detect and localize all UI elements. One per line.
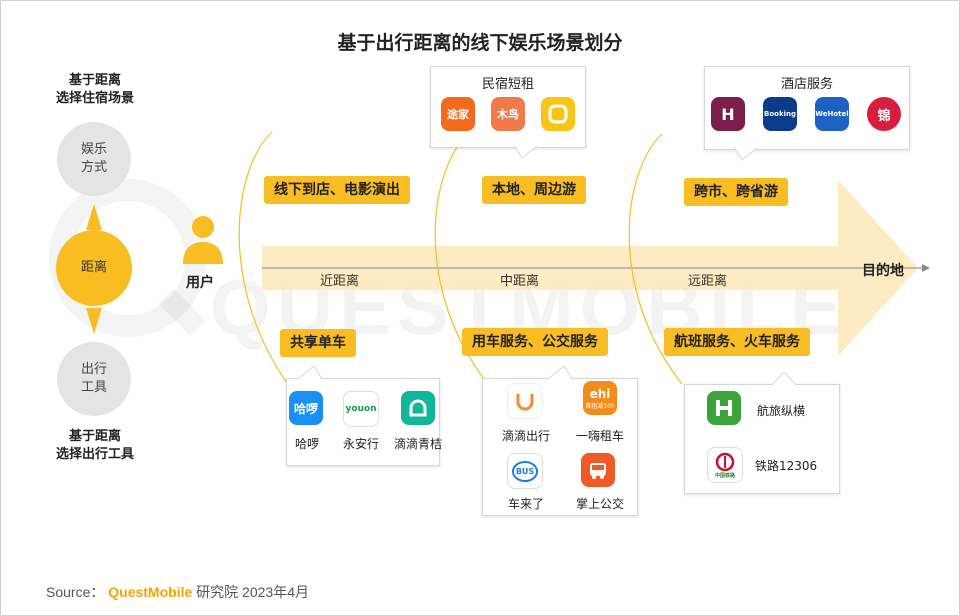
booking-icon: Booking xyxy=(763,97,797,131)
circle-distance: 距离 xyxy=(56,230,132,306)
circle-entertainment: 娱乐方式 xyxy=(57,122,131,196)
muniao-icon: 木鸟 xyxy=(491,97,525,131)
huazhu-icon: H xyxy=(711,97,745,131)
distance-diamond xyxy=(86,204,102,334)
tag-ride-bus: 用车服务、公交服务 xyxy=(462,328,608,356)
bike-label-youon: 永安行 xyxy=(342,437,379,451)
page-title: 基于出行距离的线下娱乐场景划分 xyxy=(337,32,623,54)
user-icon xyxy=(183,216,223,264)
tag-offline-store: 线下到店、电影演出 xyxy=(264,176,410,204)
train-label-hanglv: 航旅纵横 xyxy=(757,404,806,418)
ehi-icon: ehi 首租减100 xyxy=(583,381,617,415)
hotel-title: 酒店服务 xyxy=(780,77,833,92)
hotel-box: 酒店服务 H Booking WeHotel 锦 xyxy=(704,66,910,150)
lodging-note: 基于距离选择住宿场景 xyxy=(55,73,134,106)
source-brand: QuestMobile xyxy=(108,584,193,600)
railway-icon: 中国铁路 xyxy=(707,447,743,483)
homestay-box: 民宿短租 途家 木鸟 xyxy=(430,66,586,148)
youon-icon: youon xyxy=(343,391,379,427)
hellobike-icon: 哈啰 xyxy=(289,391,323,425)
xiaozhu-icon xyxy=(541,97,575,131)
bike-label-hellobike: 哈啰 xyxy=(294,437,319,451)
ride-label-ehi: 一嗨租车 xyxy=(575,429,624,443)
axis-end-label: 目的地 xyxy=(862,263,904,279)
tag-cross-city-tour: 跨市、跨省游 xyxy=(684,178,788,206)
didi-qingju-icon xyxy=(401,391,435,425)
tag-flight-train: 航班服务、火车服务 xyxy=(664,328,810,356)
wehotel-icon: WeHotel xyxy=(815,97,849,131)
user-label: 用户 xyxy=(186,275,214,291)
bike-label-qingju: 滴滴青桔 xyxy=(393,437,442,451)
hotel-pointer xyxy=(734,147,758,161)
chelaile-icon: BUS xyxy=(507,453,543,489)
bike-pointer xyxy=(298,366,322,380)
jinjiang-icon: 锦 xyxy=(867,97,901,131)
train-box: 航旅纵横 中国铁路 铁路12306 xyxy=(684,384,840,494)
tag-shared-bike: 共享单车 xyxy=(280,329,356,357)
axis-label-mid: 中距离 xyxy=(500,274,540,289)
source-line: Source： QuestMobile 研究院 2023年4月 xyxy=(46,584,309,600)
train-pointer xyxy=(772,372,796,386)
ride-pointer xyxy=(548,366,572,380)
didi-icon xyxy=(507,383,543,419)
hanglv-icon xyxy=(707,391,741,425)
zhangshang-bus-icon xyxy=(581,453,615,487)
homestay-title: 民宿短租 xyxy=(481,77,534,92)
axis-label-far: 远距离 xyxy=(688,274,728,289)
transport-note: 基于距离选择出行工具 xyxy=(55,429,134,462)
circle-transport: 出行工具 xyxy=(57,342,131,416)
ride-box: ehi 首租减100 滴滴出行 一嗨租车 BUS 车来了 掌上公交 xyxy=(482,378,638,516)
bike-box: 哈啰 youon 哈啰 永安行 滴滴青桔 xyxy=(286,378,442,466)
homestay-pointer xyxy=(514,145,538,159)
ride-label-chelaile: 车来了 xyxy=(507,497,544,511)
axis-label-near: 近距离 xyxy=(320,274,360,289)
train-label-12306: 铁路12306 xyxy=(755,459,818,473)
tag-local-tour: 本地、周边游 xyxy=(482,176,586,204)
ride-label-bus: 掌上公交 xyxy=(575,497,624,511)
ride-label-didi: 滴滴出行 xyxy=(501,429,550,443)
tujia-icon: 途家 xyxy=(441,97,475,131)
